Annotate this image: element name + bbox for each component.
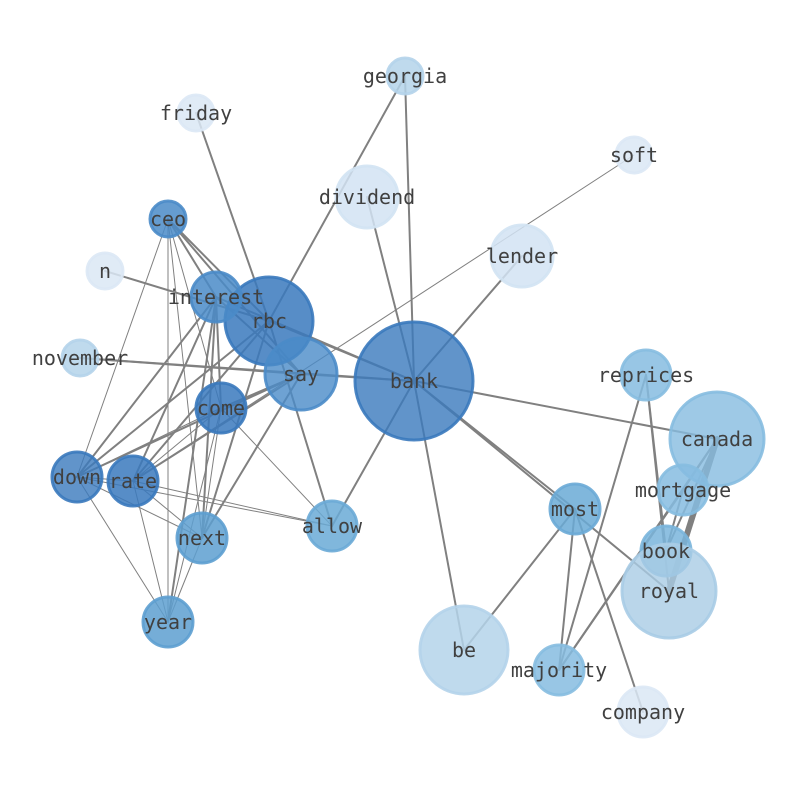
nodes-layer bbox=[50, 56, 766, 739]
node-majority bbox=[532, 643, 586, 697]
node-label-royal: royal bbox=[639, 579, 699, 603]
edge-interest-rate bbox=[132, 296, 217, 482]
node-come bbox=[194, 381, 248, 435]
edge-mortgage-majority bbox=[558, 489, 684, 671]
node-label-next: next bbox=[178, 526, 226, 550]
node-allow bbox=[305, 499, 359, 553]
node-label-soft: soft bbox=[610, 143, 658, 167]
node-soft bbox=[614, 135, 654, 175]
node-rate bbox=[106, 454, 160, 508]
node-label-friday: friday bbox=[160, 101, 232, 125]
edge-ceo-come bbox=[167, 218, 222, 409]
node-label-georgia: georgia bbox=[363, 64, 447, 88]
edge-down-year bbox=[76, 476, 169, 623]
node-dividend bbox=[334, 164, 400, 230]
node-label-say: say bbox=[283, 362, 319, 386]
node-label-come: come bbox=[197, 396, 245, 420]
node-friday bbox=[176, 93, 216, 133]
node-label-dividend: dividend bbox=[319, 185, 415, 209]
node-label-n: n bbox=[99, 259, 111, 283]
node-label-november: november bbox=[32, 346, 128, 370]
node-label-reprices: reprices bbox=[598, 363, 694, 387]
node-most bbox=[548, 482, 602, 536]
edge-ceo-down bbox=[76, 218, 169, 478]
edge-rate-allow bbox=[132, 480, 333, 527]
node-label-year: year bbox=[144, 610, 192, 634]
node-label-book: book bbox=[642, 539, 690, 563]
node-label-down: down bbox=[53, 465, 101, 489]
edge-come-allow bbox=[220, 407, 333, 527]
node-label-ceo: ceo bbox=[150, 207, 186, 231]
node-november bbox=[60, 338, 100, 378]
node-label-mortgage: mortgage bbox=[635, 478, 731, 502]
node-label-rbc: rbc bbox=[251, 309, 287, 333]
edge-ceo-next bbox=[167, 218, 203, 539]
labels-layer: bank rbc say interest ceo come down rate next yea… bbox=[32, 64, 753, 724]
node-reprices bbox=[619, 348, 673, 402]
node-label-lender: lender bbox=[486, 244, 558, 268]
node-down bbox=[50, 450, 104, 504]
node-company bbox=[616, 685, 670, 739]
node-label-rate: rate bbox=[109, 469, 157, 493]
node-bank bbox=[353, 320, 475, 442]
edge-most-majority bbox=[558, 508, 576, 671]
edge-say-down bbox=[76, 373, 302, 478]
node-say bbox=[263, 336, 339, 412]
node-mortgage bbox=[656, 463, 710, 517]
node-year bbox=[141, 595, 195, 649]
edge-most-company bbox=[574, 508, 644, 713]
node-royal bbox=[620, 542, 718, 640]
node-ceo bbox=[148, 199, 188, 239]
node-label-canada: canada bbox=[681, 427, 753, 451]
node-next bbox=[175, 511, 229, 565]
node-label-most: most bbox=[551, 497, 599, 521]
edge-interest-year bbox=[167, 296, 217, 623]
node-label-company: company bbox=[601, 700, 685, 724]
node-label-allow: allow bbox=[302, 514, 363, 538]
node-interest bbox=[189, 270, 243, 324]
edge-come-down bbox=[76, 407, 222, 478]
node-be bbox=[418, 604, 510, 696]
node-label-be: be bbox=[452, 638, 476, 662]
node-label-interest: interest bbox=[168, 285, 264, 309]
node-label-bank: bank bbox=[390, 369, 438, 393]
node-lender bbox=[489, 223, 555, 289]
edge-interest-down bbox=[76, 296, 217, 478]
node-canada bbox=[668, 390, 766, 488]
node-n bbox=[85, 251, 125, 291]
node-label-majority: majority bbox=[511, 658, 607, 682]
node-georgia bbox=[385, 56, 425, 96]
edge-reprices-majority bbox=[558, 374, 647, 671]
